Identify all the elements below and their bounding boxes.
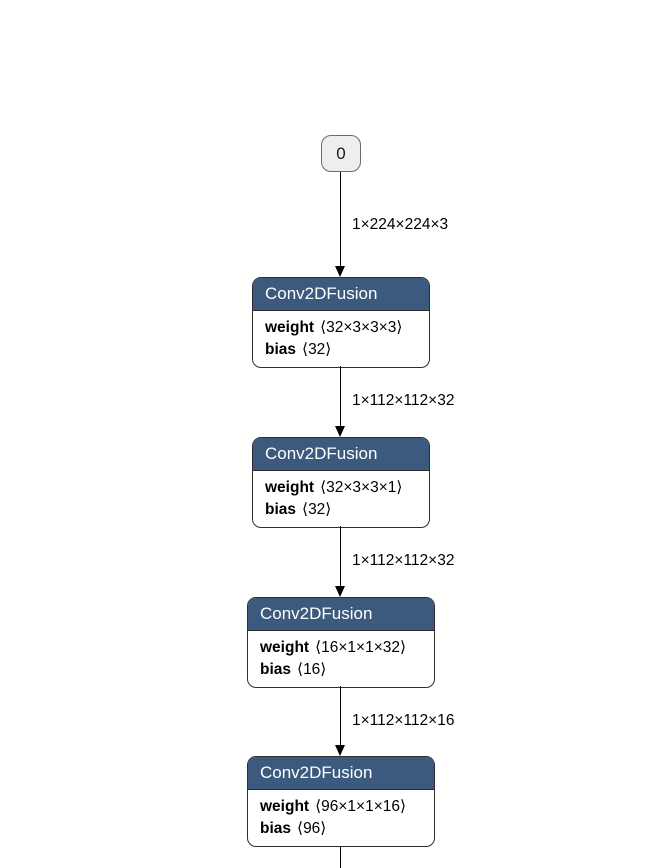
node-title[interactable]: Conv2DFusion — [248, 598, 434, 631]
edge-shape-label: 1×224×224×3 — [352, 216, 449, 233]
param-weight[interactable]: weight⟨32×3×3×3⟩ — [265, 319, 403, 336]
layer-node-conv2dfusion-3[interactable]: Conv2DFusion weight⟨16×1×1×32⟩ bias⟨16⟩ — [247, 597, 435, 688]
edge-line — [339, 526, 341, 587]
layer-node-conv2dfusion-2[interactable]: Conv2DFusion weight⟨32×3×3×1⟩ bias⟨32⟩ — [252, 437, 430, 528]
edge-arrowhead — [335, 266, 345, 277]
graph-input-node[interactable]: 0 — [321, 135, 361, 172]
param-bias[interactable]: bias⟨96⟩ — [260, 819, 327, 837]
input-node-label: 0 — [336, 143, 346, 163]
param-bias[interactable]: bias⟨32⟩ — [265, 340, 332, 358]
param-weight[interactable]: weight⟨96×1×1×16⟩ — [260, 798, 407, 815]
node-title[interactable]: Conv2DFusion — [248, 757, 434, 790]
param-bias[interactable]: bias⟨16⟩ — [260, 660, 327, 678]
param-value: ⟨96×1×1×16⟩ — [315, 798, 407, 815]
param-weight[interactable]: weight⟨16×1×1×32⟩ — [260, 639, 407, 656]
param-value: ⟨32×3×3×3⟩ — [320, 319, 403, 336]
param-value: ⟨32⟩ — [302, 500, 332, 518]
edge-arrowhead — [335, 586, 345, 597]
param-value: ⟨16⟩ — [297, 660, 327, 678]
param-value: ⟨16×1×1×32⟩ — [315, 639, 407, 656]
layer-node-conv2dfusion-4[interactable]: Conv2DFusion weight⟨96×1×1×16⟩ bias⟨96⟩ — [247, 756, 435, 847]
layer-node-conv2dfusion-1[interactable]: Conv2DFusion weight⟨32×3×3×3⟩ bias⟨32⟩ — [252, 277, 430, 368]
edge-line — [339, 172, 341, 267]
node-title[interactable]: Conv2DFusion — [253, 438, 429, 471]
node-params: weight⟨32×3×3×3⟩ bias⟨32⟩ — [253, 311, 429, 367]
param-value: ⟨96⟩ — [297, 819, 327, 837]
edge-shape-label: 1×112×112×32 — [352, 392, 455, 409]
param-bias[interactable]: bias⟨32⟩ — [265, 500, 332, 518]
param-value: ⟨32×3×3×1⟩ — [320, 479, 403, 496]
param-value: ⟨32⟩ — [302, 340, 332, 358]
node-params: weight⟨16×1×1×32⟩ bias⟨16⟩ — [248, 631, 434, 687]
node-params: weight⟨96×1×1×16⟩ bias⟨96⟩ — [248, 790, 434, 846]
edge-line — [339, 846, 341, 868]
node-params: weight⟨32×3×3×1⟩ bias⟨32⟩ — [253, 471, 429, 527]
param-weight[interactable]: weight⟨32×3×3×1⟩ — [265, 479, 403, 496]
edge-shape-label: 1×112×112×32 — [352, 552, 455, 569]
edge-arrowhead — [335, 426, 345, 437]
node-title[interactable]: Conv2DFusion — [253, 278, 429, 311]
edge-line — [339, 366, 341, 427]
edge-arrowhead — [335, 745, 345, 756]
edge-line — [339, 686, 341, 745]
edge-shape-label: 1×112×112×16 — [352, 712, 455, 729]
